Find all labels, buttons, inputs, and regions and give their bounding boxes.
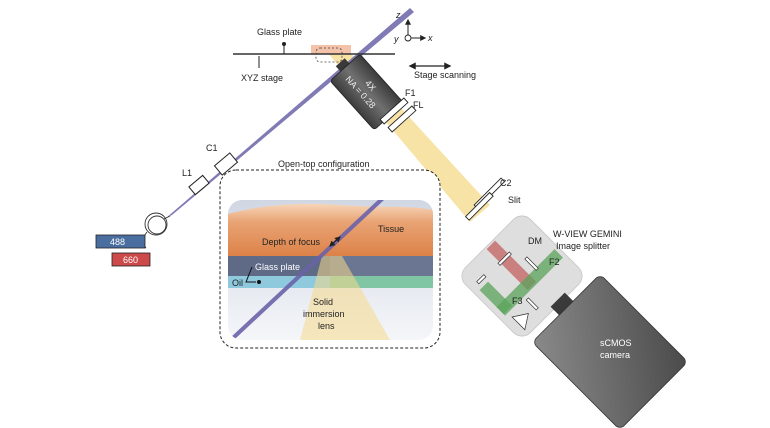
lens-fl bbox=[387, 105, 417, 133]
f2-label: F2 bbox=[549, 257, 560, 267]
f3-label: F3 bbox=[512, 296, 523, 306]
xyz-stage-label: XYZ stage bbox=[241, 73, 283, 83]
dm-label: DM bbox=[528, 236, 542, 246]
camera-label-line2: camera bbox=[600, 350, 630, 360]
fiber-coil bbox=[142, 212, 171, 249]
inset-sil-line2: immersion bbox=[303, 309, 345, 319]
glass-plate-pointer-inset bbox=[245, 266, 256, 283]
l1-label: L1 bbox=[182, 168, 192, 178]
camera-label-line1: sCMOS bbox=[600, 338, 632, 348]
stage-scanning-label: Stage scanning bbox=[414, 70, 476, 80]
inset-sil-line1: Solid bbox=[313, 297, 333, 307]
inset-depth-of-focus-label: Depth of focus bbox=[262, 237, 321, 247]
laser-660 bbox=[111, 252, 151, 267]
inset-glass-plate-label: Glass plate bbox=[255, 262, 300, 272]
laser-488 bbox=[95, 234, 146, 249]
filter-f1-label: F1 bbox=[405, 88, 416, 98]
scmos-camera bbox=[534, 276, 686, 428]
component-c1 bbox=[213, 152, 239, 176]
laser-488-label: 488 bbox=[110, 237, 125, 247]
inset-tissue bbox=[228, 203, 433, 256]
focal-region bbox=[315, 47, 343, 63]
c1-label: C1 bbox=[206, 143, 218, 153]
lens-l1 bbox=[188, 174, 210, 196]
lens-fl-label: FL bbox=[413, 100, 424, 110]
axis-x-label: x bbox=[427, 33, 433, 43]
inset-tissue-label: Tissue bbox=[378, 224, 404, 234]
inset-sil-line3: lens bbox=[318, 321, 335, 331]
slit bbox=[464, 191, 494, 221]
inset-content bbox=[228, 200, 433, 340]
depth-of-focus-arrow bbox=[329, 236, 341, 247]
slit-label: Slit bbox=[508, 195, 521, 205]
axis-indicator: z y x bbox=[393, 10, 433, 44]
c2-label: C2 bbox=[500, 178, 512, 188]
sample-block bbox=[311, 45, 351, 54]
axis-z-label: z bbox=[395, 10, 401, 20]
splitter-subtitle: Image splitter bbox=[556, 241, 610, 251]
axis-y-label: y bbox=[393, 34, 399, 44]
inset-title: Open-top configuration bbox=[278, 159, 370, 169]
splitter-name: W-VIEW GEMINI bbox=[553, 229, 622, 239]
laser-660-label: 660 bbox=[123, 255, 138, 265]
inset-oil-label: Oil bbox=[232, 278, 243, 288]
glass-plate-label: Glass plate bbox=[257, 27, 302, 37]
filter-f1 bbox=[379, 97, 409, 125]
